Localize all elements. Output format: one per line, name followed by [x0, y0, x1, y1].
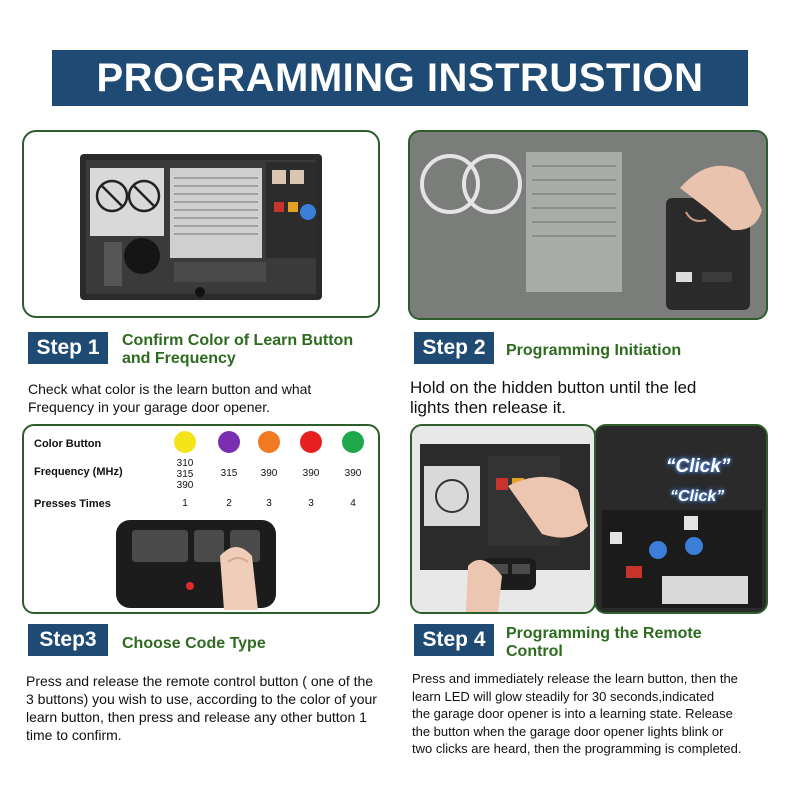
hand-shape [680, 165, 762, 231]
color-dot-yellow [174, 431, 196, 453]
step1-title: Confirm Color of Learn Button and Freque… [122, 332, 392, 368]
step4-body-line1: Press and immediately release the learn … [412, 671, 738, 686]
step2-title: Programming Initiation [506, 342, 682, 359]
click-sound-label-2: “Click” [670, 488, 725, 505]
step4-body: Press and immediately release the learn … [412, 670, 792, 758]
color-dot-red [300, 431, 322, 453]
color-dot-green [342, 431, 364, 453]
step4-title: Programming the Remote Control [506, 625, 766, 661]
step4-label: Step 4 [414, 624, 494, 656]
click-photo: “Click” “Click” [594, 424, 768, 614]
step2-body-line1: Hold on the hidden button until the led [410, 378, 697, 397]
step1-body: Check what color is the learn button and… [28, 380, 378, 416]
presses-cell: 1 [182, 498, 188, 509]
frequency-cell: 310 315 390 [165, 458, 205, 491]
learn-button-photo [410, 424, 596, 614]
step1-title-line1: Confirm Color of Learn Button [122, 332, 354, 349]
step1-body-line1: Check what color is the learn button and… [28, 381, 312, 397]
step3-body: Press and release the remote control but… [26, 672, 396, 744]
step4-body-line4: the button when the garage door opener l… [412, 723, 724, 739]
remote-led-icon [186, 582, 194, 590]
color-button-label: Color Button [34, 438, 102, 450]
step1-title-line2: and Frequency [122, 350, 236, 367]
step4-title-line2: Control [506, 643, 563, 660]
step3-label: Step3 [28, 624, 108, 656]
opener-closeup-illustration [596, 426, 766, 612]
frequency-value: 310 [176, 458, 194, 469]
presses-times-label: Presses Times [34, 498, 111, 510]
click-sound-label-1: “Click” [666, 456, 731, 477]
warning-icon-left [95, 179, 129, 213]
warning-icon-right [127, 179, 161, 213]
step4-body-line5: two clicks are heard, then the programmi… [412, 741, 742, 756]
color-dot-orange [258, 431, 280, 453]
step4-body-line2: learn LED will glow steadily for 30 seco… [412, 688, 715, 704]
hidden-button-photo [408, 130, 768, 320]
frequency-value: 390 [176, 480, 194, 491]
step2-label: Step 2 [414, 332, 494, 364]
presses-cell: 3 [308, 498, 314, 509]
color-frequency-table: Color Button Frequency (MHz) Presses Tim… [22, 424, 380, 614]
color-dot-purple [218, 431, 240, 453]
step3-body-line2: 3 buttons) you wish to use, according to… [26, 691, 377, 707]
frequency-cell: 390 [260, 468, 278, 479]
remote-button-2 [194, 530, 224, 562]
page-title: PROGRAMMING INSTRUSTION [52, 50, 748, 106]
step2-body-line2: lights then release it. [410, 398, 566, 417]
presses-cell: 2 [226, 498, 232, 509]
learn-button-illustration [412, 426, 594, 612]
frequency-label: Frequency (MHz) [34, 466, 123, 478]
hand-shape [508, 476, 588, 538]
opener-photo-frame [22, 130, 380, 318]
step1-body-line2: Frequency in your garage door opener. [28, 399, 271, 415]
frequency-cell: 390 [302, 468, 320, 479]
step3-body-line4: time to confirm. [26, 727, 122, 743]
presses-cell: 3 [266, 498, 272, 509]
finger-shape [220, 547, 258, 610]
step2-body: Hold on the hidden button until the led … [410, 378, 780, 418]
frequency-cell: 390 [344, 468, 362, 479]
step3-body-line1: Press and release the remote control but… [26, 673, 374, 689]
step1-label: Step 1 [28, 332, 108, 364]
step4-body-line3: the garage door opener is into a learnin… [412, 706, 733, 721]
step3-body-line3: learn button, then press and release any… [26, 709, 367, 725]
step3-title: Choose Code Type [122, 635, 266, 652]
frequency-value: 315 [176, 469, 194, 480]
remote-button-1 [132, 530, 188, 562]
presses-cell: 4 [350, 498, 356, 509]
opener-unit-illustration [80, 154, 322, 300]
hidden-button-illustration [410, 132, 766, 318]
step4-title-line1: Programming the Remote [506, 625, 702, 642]
remote-control-illustration [116, 520, 276, 610]
learn-button-indicator [274, 202, 284, 212]
frequency-cell: 315 [220, 468, 238, 479]
